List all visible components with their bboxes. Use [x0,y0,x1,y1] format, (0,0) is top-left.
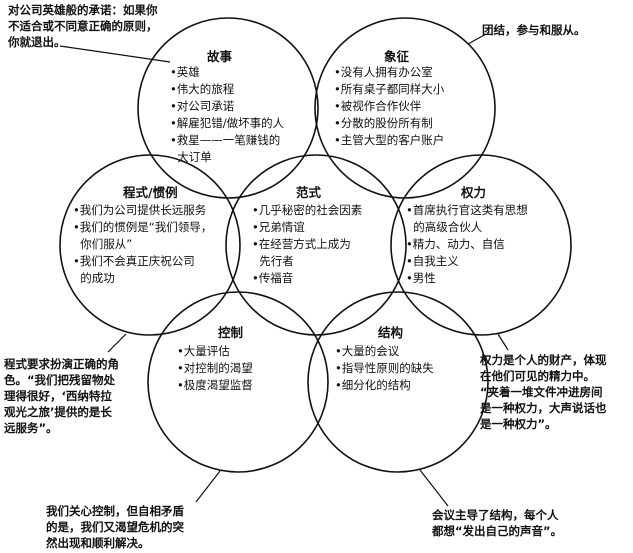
list-item: 先行者 [252,254,294,268]
list-item: •指导性原则的缺失 [335,361,434,375]
title-ritual: 程式/惯例 [123,185,178,200]
note-line: 在他们可见的精力中。 [480,369,595,383]
connector-bottom-right [419,469,449,507]
list-item: •细分化的结构 [335,378,411,392]
note-line: 观光之旅’提供的是长 [4,405,112,419]
list-item: •大量评估 [177,344,230,358]
list-item: •我们不会真正庆祝公司 [73,254,195,268]
connector-bottom-left [195,470,221,503]
list-item: •极度渴望监督 [177,378,253,392]
connector-top-left [59,45,171,63]
list-control: •大量评估 •对控制的渴望 •极度渴望监督 [177,343,253,394]
circle-paradigm [225,154,407,336]
note-bottom-right: 会议主导了结构，每个人 都想“发出自己的声音”。 [432,507,562,539]
note-line: 是一种权力”。 [480,417,557,431]
list-ritual: •我们为公司提供长远服务 •我们的惯例是“我们领导， 你们服从” •我们不会真正… [73,202,212,287]
note-line: 然出现和顺利解决。 [46,536,150,550]
title-symbol: 象征 [384,49,410,64]
note-line: 我们关心控制，但自相矛盾 [46,504,184,518]
list-item: 的成功 [73,271,115,285]
list-item: •在经营方式上成为 [252,237,351,251]
note-line: 团结，参与和服从。 [482,23,586,37]
circle-power [390,154,572,336]
note-mid-left: 程式要求扮演正确的角 色。“我们把残留物处 理得很好，‘西纳特拉 观光之旅’提供… [4,356,119,436]
note-line: 权力是个人的财产，体现 [480,353,607,367]
list-item: •对公司承诺 [170,99,235,113]
list-item: 的高级合伙人 [406,220,483,234]
circle-ritual [59,154,241,336]
list-item: 大订单 [170,150,212,164]
list-item: •主管大型的客户账户 [334,133,445,147]
list-item: •所有桌子都同样大小 [334,82,445,96]
list-item: •大量的会议 [335,344,400,358]
note-line: 对公司英雄般的承诺：如果你 [8,3,158,17]
note-bottom-left: 我们关心控制，但自相矛盾 的是，我们又渴望危机的突 然出现和顺利解决。 [46,503,184,551]
list-item: •英雄 [170,65,200,79]
note-line: 色。“我们把残留物处 [4,373,116,387]
title-structure: 结构 [378,325,404,340]
list-item: •救星——一笔赚钱的 [170,133,281,147]
list-story: •英雄 •伟大的旅程 •对公司承诺 •解雇犯错/做坏事的人 •救星——一笔赚钱的… [170,64,284,166]
list-structure: •大量的会议 •指导性原则的缺失 •细分化的结构 [335,343,434,394]
list-item: •精力、动力、自信 [406,237,505,251]
note-line: 不适合或不同意正确的原则， [8,19,158,33]
list-paradigm: •几乎秘密的社会因素 •兄弟情谊 •在经营方式上成为 先行者 •传福音 [252,202,362,287]
note-line: 的是，我们又渴望危机的突 [46,520,184,534]
note-line: 你就退出。 [8,35,66,49]
note-line: 远服务”。 [4,421,58,435]
list-item: •我们的惯例是“我们领导， [73,220,213,234]
list-item: •被视作合作伙伴 [334,99,422,113]
list-item: •我们为公司提供长远服务 [73,203,207,217]
connector-top-right [467,33,487,45]
list-item: •分散的股份所有制 [334,116,433,130]
list-item: 你们服从” [73,237,133,251]
title-control: 控制 [218,325,244,340]
title-paradigm: 范式 [296,185,322,200]
list-symbol: •没有人拥有办公室 •所有桌子都同样大小 •被视作合作伙伴 •分散的股份所有制 … [334,64,444,149]
list-item: •对控制的渴望 [177,361,253,375]
note-line: 会议主导了结构，每个人 [432,508,559,522]
list-item: •伟大的旅程 [170,82,235,96]
list-item: •男性 [406,271,436,285]
list-item: •兄弟情谊 [252,220,305,234]
note-mid-right: 权力是个人的财产，体现 在他们可见的精力中。 “夹着一堆文件冲进房间 是一种权力… [480,352,607,432]
note-line: 程式要求扮演正确的角 [4,357,119,371]
title-story: 故事 [207,49,233,64]
list-item: •首席执行官这类有思想 [406,203,528,217]
note-line: “夹着一堆文件冲进房间 [480,385,603,399]
connector-mid-left [107,333,127,353]
list-power: •首席执行官这类有思想 的高级合伙人 •精力、动力、自信 •自我主义 •男性 [406,202,528,287]
list-item: •解雇犯错/做坏事的人 [170,116,285,130]
note-line: 是一种权力，大声说话也 [480,401,607,415]
circle-structure [307,291,489,473]
list-item: •几乎秘密的社会因素 [252,203,363,217]
title-power: 权力 [461,185,487,200]
circle-control [147,291,329,473]
circle-story [137,17,319,199]
list-item: •没有人拥有办公室 [334,65,433,79]
note-line: 都想“发出自己的声音”。 [432,524,563,538]
note-top-left: 对公司英雄般的承诺：如果你 不适合或不同意正确的原则， 你就退出。 [8,2,158,50]
note-top-right: 团结，参与和服从。 [482,22,586,38]
list-item: •自我主义 [406,254,459,268]
list-item: •传福音 [252,271,294,285]
connector-mid-right [497,333,509,351]
note-line: 理得很好，‘西纳特拉 [4,389,112,403]
